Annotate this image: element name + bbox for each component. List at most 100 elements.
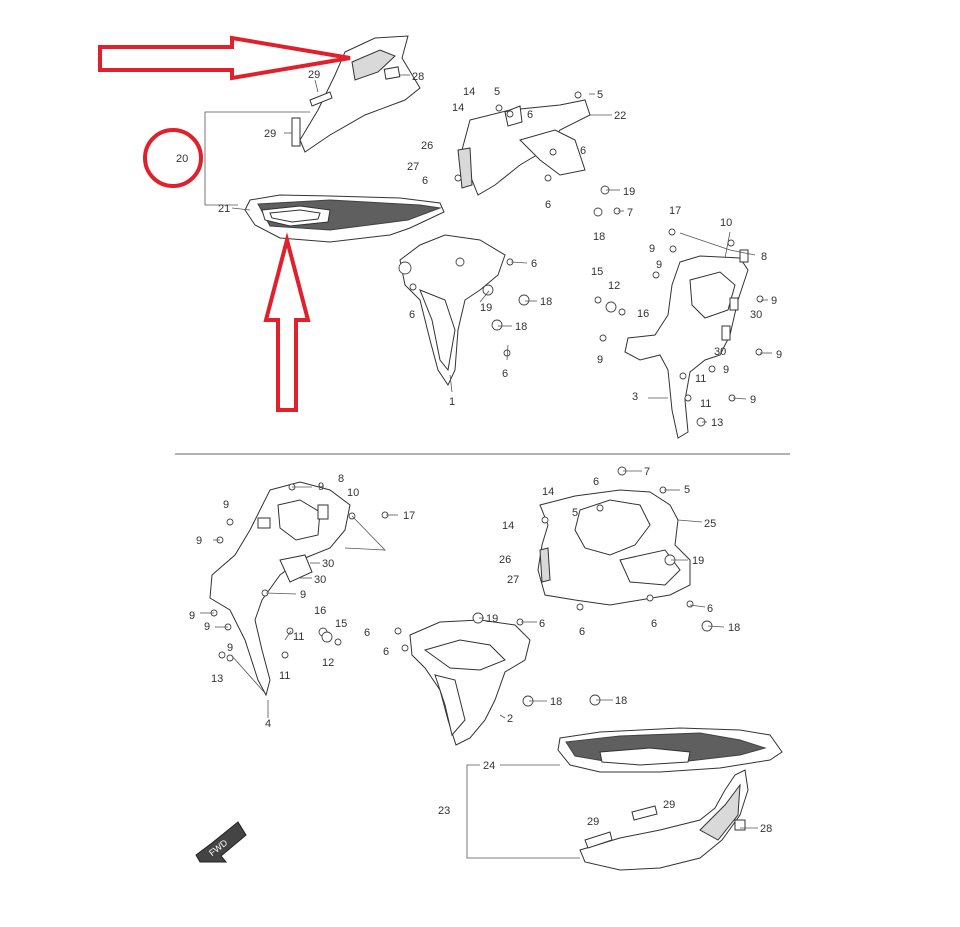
- callout-b9d: 9: [300, 589, 306, 601]
- red-circle-highlight-icon: [143, 128, 203, 188]
- callout-b6f: 6: [364, 627, 370, 639]
- callout-b14b: 14: [502, 520, 514, 532]
- callout-13: 13: [711, 417, 723, 429]
- callout-b11b: 11: [279, 670, 290, 682]
- callout-18b: 18: [540, 296, 552, 308]
- callout-b6a: 6: [593, 476, 599, 488]
- callout-6c: 6: [422, 175, 428, 187]
- callout-b29b: 29: [587, 816, 599, 828]
- callout-29: 29: [308, 69, 320, 81]
- callout-9a: 9: [649, 243, 655, 255]
- callout-b6e: 6: [539, 618, 545, 630]
- callout-6f: 6: [409, 309, 415, 321]
- callout-b30b: 30: [314, 574, 326, 586]
- top-leaders: [231, 74, 772, 423]
- top-labels: 20 21 28 29 29 14 14 5 5 22 6 26 6 27 6 …: [176, 69, 782, 429]
- callout-b6c: 6: [579, 626, 585, 638]
- callout-b9g: 9: [227, 642, 233, 654]
- callout-b13: 13: [211, 673, 223, 685]
- callout-b11a: 11: [293, 631, 304, 643]
- part-cowl-panel-24: [557, 727, 783, 773]
- callout-11b: 11: [700, 398, 711, 410]
- callout-b6d: 6: [651, 618, 657, 630]
- callout-9e: 9: [597, 354, 603, 366]
- callout-12: 12: [608, 280, 620, 292]
- callout-30b: 30: [714, 346, 726, 358]
- callout-9d: 9: [776, 349, 782, 361]
- callout-9c: 9: [771, 295, 777, 307]
- callout-29b: 29: [264, 128, 276, 140]
- callout-6g: 6: [502, 368, 508, 380]
- bottom-leaders: [200, 470, 758, 829]
- red-arrow-up-icon: [263, 232, 311, 412]
- callout-6a: 6: [527, 109, 533, 121]
- red-annotations: [98, 35, 351, 412]
- callout-b9e: 9: [189, 610, 195, 622]
- part-inner-fender-4: [209, 481, 351, 697]
- callout-b23: 23: [438, 805, 450, 817]
- callout-16: 16: [637, 308, 649, 320]
- callout-21: 21: [218, 203, 230, 215]
- callout-19: 19: [623, 186, 635, 198]
- callout-b10: 10: [347, 487, 359, 499]
- part-upper-cowl-20: [291, 35, 421, 153]
- callout-9g: 9: [750, 394, 756, 406]
- callout-b24: 24: [483, 760, 495, 772]
- callout-22: 22: [614, 110, 626, 122]
- callout-30: 30: [750, 309, 762, 321]
- callout-b5b: 5: [572, 507, 578, 519]
- callout-b18c: 18: [615, 695, 627, 707]
- callout-18: 18: [593, 231, 605, 243]
- callout-b29a: 29: [663, 799, 675, 811]
- callout-5: 5: [494, 86, 500, 98]
- part-bracket-25: [537, 489, 691, 606]
- callout-5b: 5: [597, 89, 603, 101]
- callout-b12: 12: [322, 657, 334, 669]
- callout-26: 26: [421, 140, 433, 152]
- top-hardware: [409, 91, 764, 427]
- callout-17: 17: [669, 205, 681, 217]
- callout-27: 27: [407, 161, 419, 173]
- callout-b6b: 6: [707, 603, 713, 615]
- callout-7: 7: [627, 207, 633, 219]
- callout-b28: 28: [760, 823, 772, 835]
- callout-10: 10: [720, 217, 732, 229]
- callout-b14a: 14: [542, 486, 554, 498]
- callout-19b: 19: [480, 302, 492, 314]
- part-inner-fender-3: [624, 249, 749, 439]
- callout-b16: 16: [314, 605, 326, 617]
- callout-b7: 7: [644, 466, 650, 478]
- callout-b19a: 19: [692, 555, 704, 567]
- part-bracket-22: [457, 99, 591, 196]
- callout-9b: 9: [656, 259, 662, 271]
- callout-b18b: 18: [550, 696, 562, 708]
- fwd-arrow-icon: FWD: [195, 821, 247, 863]
- bottom-hardware: [210, 466, 713, 707]
- callout-8: 8: [761, 251, 767, 263]
- callout-20: 20: [176, 153, 188, 165]
- bottom-labels: 9 8 10 17 9 9 30 30 9 9 9 16 15 11 9 12 …: [189, 466, 772, 835]
- part-lower-cowl-23: [579, 769, 749, 871]
- callout-11: 11: [695, 373, 706, 385]
- callout-9f: 9: [723, 364, 729, 376]
- callout-b9a: 9: [318, 481, 324, 493]
- callout-b6g: 6: [383, 646, 389, 658]
- part-mudguard-2: [409, 619, 531, 746]
- callout-15: 15: [591, 266, 603, 278]
- callout-28: 28: [412, 71, 424, 83]
- red-arrow-right-icon: [98, 35, 351, 81]
- callout-6d: 6: [545, 199, 551, 211]
- callout-b5a: 5: [684, 484, 690, 496]
- callout-6b: 6: [580, 145, 586, 157]
- callout-b2: 2: [507, 713, 513, 725]
- callout-b18a: 18: [728, 622, 740, 634]
- callout-14: 14: [463, 86, 475, 98]
- callout-1: 1: [449, 396, 455, 408]
- callout-b17: 17: [403, 510, 415, 522]
- callout-b25: 25: [704, 518, 716, 530]
- callout-b4: 4: [265, 718, 271, 730]
- callout-b9b: 9: [223, 499, 229, 511]
- callout-b30a: 30: [322, 558, 334, 570]
- callout-14b: 14: [452, 102, 464, 114]
